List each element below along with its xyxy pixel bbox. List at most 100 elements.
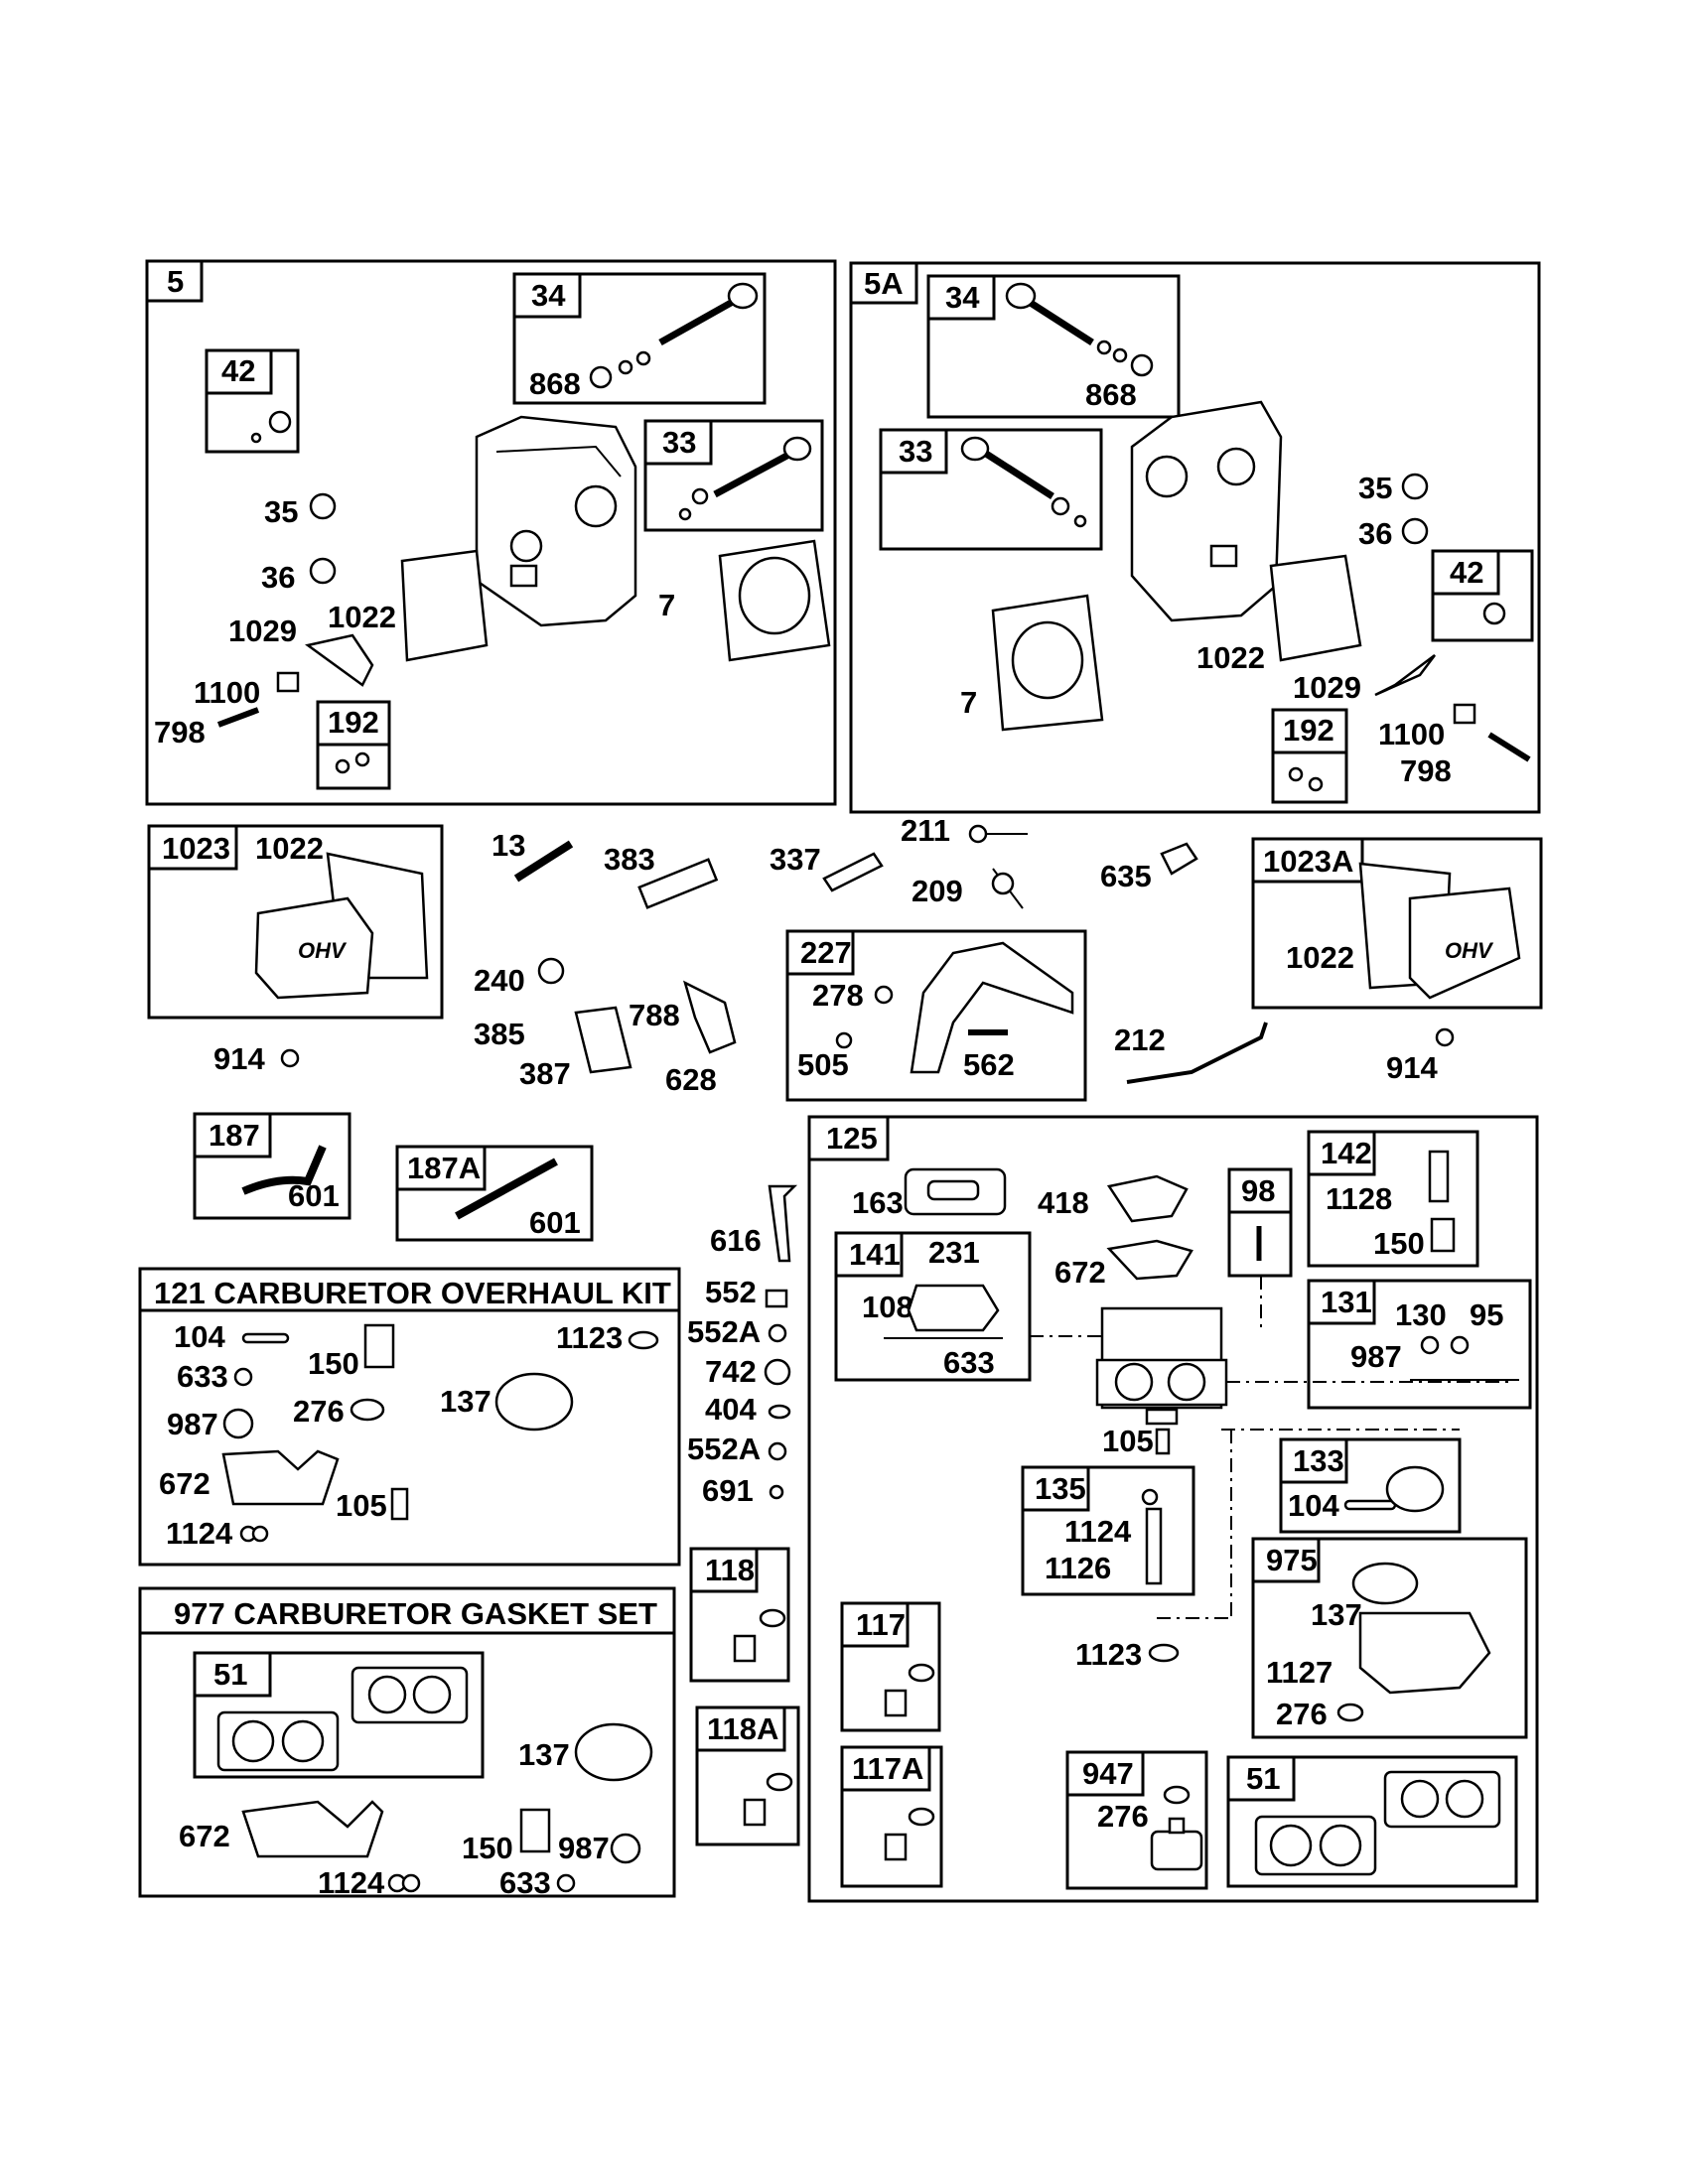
- part-label-s51a: 51: [213, 1657, 247, 1692]
- part-label-s141: 141: [849, 1237, 901, 1272]
- part-label-s187: 187: [209, 1118, 260, 1153]
- callout-133: 133 104: [1279, 1437, 1462, 1534]
- kit-121: 121 CARBURETOR OVERHAUL KIT 104 633 987 …: [138, 1267, 681, 1567]
- part-label-s187a: 187A: [407, 1151, 481, 1185]
- callout-192b: 192: [1271, 708, 1348, 804]
- part-label-k672: 672: [159, 1466, 210, 1501]
- callout-33: 33: [643, 419, 824, 532]
- part-label-c601b: 601: [529, 1205, 581, 1240]
- callout-135: 135 1124 1126: [1021, 1465, 1195, 1596]
- section-947: 947 276: [1065, 1750, 1208, 1890]
- part-label-c616: 616: [710, 1223, 762, 1258]
- section-125: 125 163 418 672 141 231 108 633 98 142: [807, 1115, 1539, 1903]
- section-117a: 117A: [840, 1745, 943, 1888]
- part-label-a5-1022: 1022: [328, 600, 396, 634]
- part-label-c212: 212: [1114, 1023, 1166, 1057]
- callout-141: 141 231 108 633: [834, 1231, 1032, 1382]
- section-187a: 187A 601: [395, 1145, 594, 1242]
- part-label-p1127: 1127: [1266, 1655, 1333, 1690]
- callout-98: 98: [1227, 1167, 1293, 1278]
- part-label-s1023: 1023: [162, 831, 230, 866]
- part-label-b5-868: 868: [1085, 377, 1137, 412]
- part-label-s131: 131: [1321, 1285, 1372, 1319]
- part-label-c240: 240: [474, 963, 525, 998]
- part-label-c635: 635: [1100, 859, 1152, 893]
- part-label-p105: 105: [1102, 1424, 1154, 1458]
- part-label-b5-33: 33: [662, 425, 696, 460]
- part-label-a5-36: 36: [261, 560, 295, 595]
- part-label-k137: 137: [440, 1384, 491, 1419]
- part-label-b5-36: 36: [1358, 516, 1392, 551]
- part-label-p231: 231: [928, 1235, 980, 1270]
- carburetor-body: [1095, 1306, 1228, 1426]
- callout-34: 34 868: [512, 272, 767, 405]
- part-label-c601: 601: [288, 1178, 340, 1213]
- callout-33b: 33: [879, 428, 1103, 551]
- part-label-c552a2: 552A: [687, 1432, 761, 1466]
- section-227: 227 278 505 562: [785, 929, 1087, 1102]
- callout-42b: 42: [1431, 549, 1534, 642]
- part-label-p1126: 1126: [1045, 1551, 1111, 1585]
- section-5: 5 42 34 868 33: [145, 259, 837, 806]
- part-label-c211: 211: [901, 813, 950, 848]
- part-label-p276b: 276: [1097, 1799, 1149, 1834]
- callout-142: 142 1128 150: [1307, 1130, 1479, 1268]
- part-label-k104: 104: [174, 1319, 225, 1354]
- part-label-b5-7: 7: [960, 685, 977, 720]
- section-117: 117: [840, 1601, 941, 1732]
- svg-text:OHV: OHV: [298, 938, 348, 963]
- part-label-s117a: 117A: [852, 1751, 923, 1786]
- kit-977: 977 CARBURETOR GASKET SET 51 137 672 150…: [138, 1586, 676, 1900]
- part-label-s51b: 51: [1246, 1761, 1280, 1796]
- part-label-a5-868: 868: [529, 366, 581, 401]
- center-column-parts: 616 552 552A 742 404 552A 691 118 118A: [687, 1184, 800, 1846]
- valve-cover-gasket-1022: [400, 549, 489, 662]
- part-label-c628: 628: [665, 1062, 717, 1097]
- loose-parts-middle: 13 383 337 211 209 635 240 385 387 788 6…: [213, 813, 1455, 1097]
- part-label-p987: 987: [1350, 1339, 1402, 1374]
- part-label-b5-1029: 1029: [1293, 670, 1361, 705]
- part-label-c209: 209: [912, 874, 963, 908]
- part-label-k1124: 1124: [166, 1516, 233, 1551]
- part-label-p418: 418: [1038, 1185, 1089, 1220]
- part-label-k987: 987: [167, 1407, 218, 1441]
- part-label-c742: 742: [705, 1354, 757, 1389]
- part-label-c562: 562: [963, 1047, 1015, 1082]
- part-label-b5-1100: 1100: [1378, 717, 1445, 751]
- callout-192: 192: [316, 700, 391, 790]
- part-label-s125: 125: [826, 1121, 878, 1156]
- part-label-b5-1022: 1022: [1196, 640, 1265, 675]
- part-label-g672: 672: [179, 1819, 230, 1853]
- part-label-s117: 117: [856, 1607, 906, 1642]
- part-label-s135: 135: [1035, 1471, 1086, 1506]
- part-label-p137: 137: [1311, 1597, 1362, 1632]
- callout-42: 42: [205, 348, 300, 454]
- callout-34b: 34 868: [926, 274, 1181, 419]
- part-label-c278: 278: [812, 978, 864, 1013]
- callout-51-kit: 51: [193, 1651, 485, 1779]
- part-label-p130: 130: [1395, 1297, 1447, 1332]
- part-label-a5-798: 798: [154, 715, 206, 750]
- part-label-c505: 505: [797, 1047, 849, 1082]
- part-label-s98: 98: [1241, 1173, 1275, 1208]
- part-label-g137: 137: [518, 1737, 570, 1772]
- part-label-g1124: 1124: [318, 1865, 385, 1900]
- part-label-b5-34: 34: [531, 278, 566, 313]
- part-label-b5-35: 35: [1358, 471, 1392, 505]
- cylinder-head: [475, 415, 637, 627]
- part-label-k1123: 1123: [556, 1320, 623, 1355]
- part-label-b5-798: 798: [1400, 753, 1452, 788]
- part-label-s5a: 5A: [864, 266, 904, 301]
- part-label-s133: 133: [1293, 1443, 1344, 1478]
- part-label-k105: 105: [336, 1488, 387, 1523]
- part-label-p150: 150: [1373, 1226, 1425, 1261]
- part-label-a5-7: 7: [658, 588, 675, 622]
- part-label-p633: 633: [943, 1345, 995, 1380]
- part-label-p1123: 1123: [1075, 1637, 1142, 1672]
- section-118a: 118A: [695, 1706, 800, 1846]
- section-5a: 5A 34 868 33: [849, 261, 1541, 814]
- svg-text:OHV: OHV: [1445, 938, 1494, 963]
- section-1023: 1023 1022 OHV: [147, 824, 444, 1020]
- part-label-s227: 227: [800, 935, 852, 970]
- part-label-c1022: 1022: [255, 831, 324, 866]
